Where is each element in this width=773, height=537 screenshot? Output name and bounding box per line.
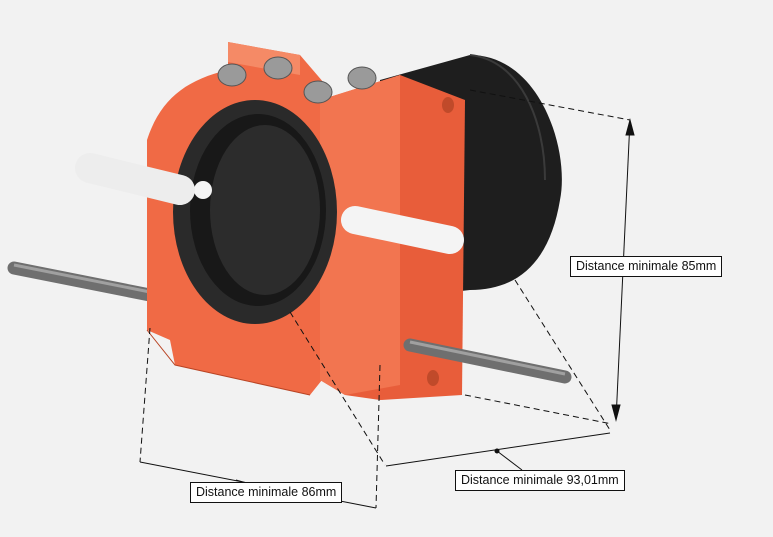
measurement-label-85mm[interactable]: Distance minimale 85mm (570, 256, 723, 277)
measurement-label-86mm[interactable]: Distance minimale 86mm (190, 482, 343, 503)
bearing-ring[interactable] (173, 100, 337, 324)
top-nuts[interactable] (217, 56, 377, 104)
left-pin[interactable] (75, 153, 195, 205)
mount-hole (427, 370, 439, 386)
measurement-label-93mm[interactable]: Distance minimale 93,01mm (455, 470, 625, 491)
dimension-93mm (289, 279, 611, 471)
mount-hole (442, 97, 454, 113)
right-pin[interactable] (341, 206, 464, 254)
right-rod[interactable] (403, 338, 572, 384)
left-rod[interactable] (7, 261, 162, 303)
pin-head (194, 181, 212, 199)
